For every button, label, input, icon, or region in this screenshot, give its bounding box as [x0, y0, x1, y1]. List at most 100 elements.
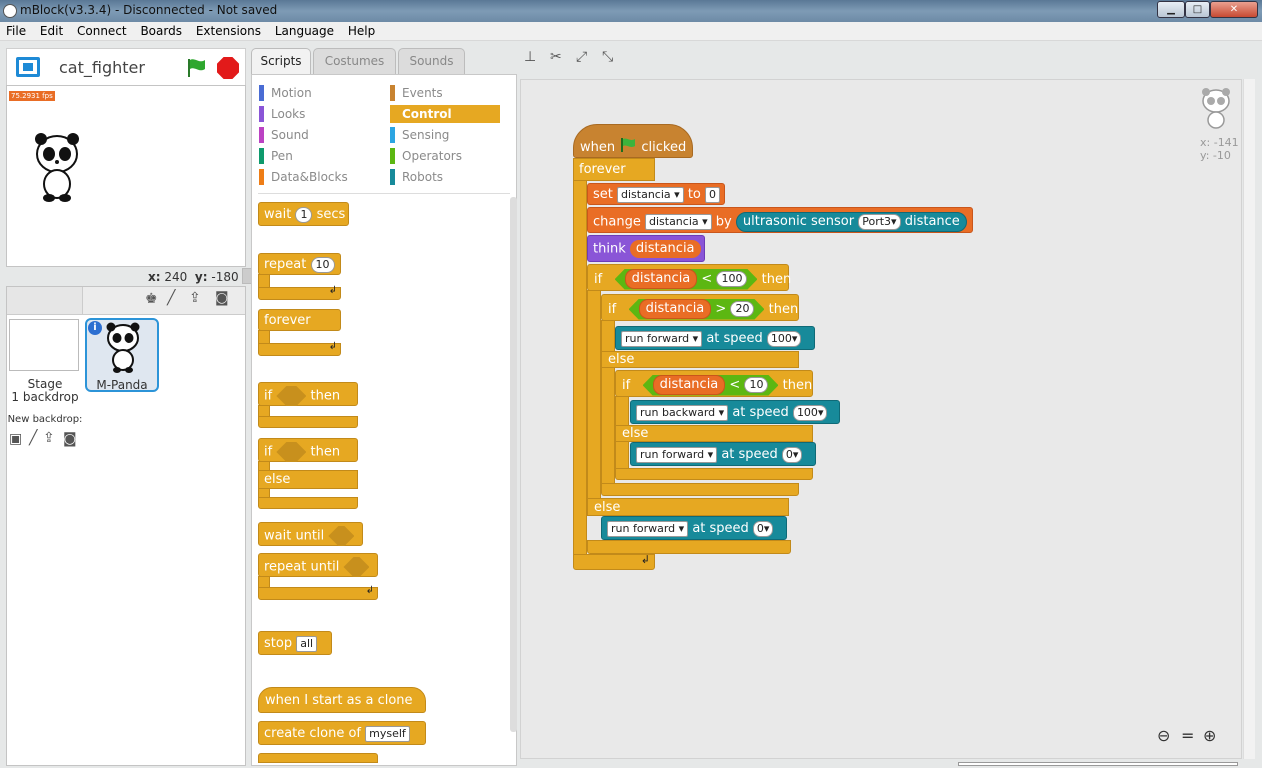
speed-dropdown[interactable]: 0▾	[781, 446, 803, 463]
grow-icon[interactable]: ⤢	[576, 49, 588, 65]
duplicate-stamp-icon[interactable]: ⊥	[524, 49, 537, 65]
current-sprite-icon	[1199, 88, 1233, 133]
palette-stop-block[interactable]: stop all	[258, 631, 332, 655]
if-else-middle-block[interactable]: if distancia > 20 then	[601, 294, 799, 321]
category-motion[interactable]: Motion	[259, 84, 369, 102]
palette-partial-block[interactable]	[258, 753, 378, 763]
category-operators[interactable]: Operators	[390, 147, 500, 165]
paint-backdrop-icon[interactable]: ╱	[29, 430, 38, 446]
category-robots[interactable]: Robots	[390, 168, 500, 186]
speed-dropdown[interactable]: 0▾	[752, 520, 774, 537]
category-sound[interactable]: Sound	[259, 126, 369, 144]
sprite-y-readout: y: -10	[1200, 149, 1231, 162]
if-else-outer-block[interactable]: if distancia < 100 then	[587, 264, 791, 291]
shrink-icon[interactable]: ⤡	[602, 49, 614, 65]
direction-dropdown[interactable]: run forward ▾	[607, 520, 689, 537]
less-than-operator[interactable]: distancia < 100	[615, 269, 758, 290]
palette-scrollbar[interactable]	[510, 197, 517, 732]
menu-language[interactable]: Language	[274, 24, 335, 38]
fps-badge: 75.2931 fps	[9, 91, 55, 101]
stage-thumbnail[interactable]	[9, 319, 79, 371]
ultrasonic-sensor-reporter[interactable]: ultrasonic sensor Port3▾ distance	[735, 212, 967, 232]
category-color-swatch	[259, 85, 264, 101]
script-area[interactable]: x: -141 y: -10 when clicked forever ↲ se…	[520, 79, 1242, 759]
run-forward-block-1[interactable]: run forward ▾ at speed 100▾	[615, 326, 815, 350]
direction-dropdown[interactable]: run forward ▾	[621, 330, 703, 347]
tab-sounds[interactable]: Sounds	[398, 48, 465, 74]
if-else-inner-block[interactable]: if distancia < 10 then	[615, 370, 813, 397]
stage-canvas[interactable]: 75.2931 fps	[6, 85, 246, 267]
tab-costumes[interactable]: Costumes	[313, 48, 396, 74]
sprite-library-icon[interactable]: ♚	[145, 291, 158, 307]
speed-dropdown[interactable]: 100▾	[766, 330, 802, 347]
greater-than-operator[interactable]: distancia > 20	[629, 299, 765, 320]
close-button[interactable]: ✕	[1210, 1, 1258, 18]
zoom-out-icon[interactable]: ⊖	[1157, 726, 1171, 745]
category-data-blocks[interactable]: Data&Blocks	[259, 168, 369, 186]
palette-forever-block[interactable]: forever	[258, 309, 341, 331]
upload-sprite-icon[interactable]: ⇪	[189, 290, 201, 306]
set-value-input[interactable]: 0	[705, 186, 721, 203]
run-forward-block-3[interactable]: run forward ▾ at speed 0▾	[601, 516, 787, 540]
category-pen[interactable]: Pen	[259, 147, 369, 165]
stop-dropdown[interactable]: all	[296, 635, 318, 652]
direction-dropdown[interactable]: run forward ▾	[636, 446, 718, 463]
clone-dropdown[interactable]: myself	[365, 725, 410, 742]
category-control[interactable]: Control	[390, 105, 500, 123]
paint-sprite-icon[interactable]: ╱	[167, 290, 176, 306]
palette-if-then-block[interactable]: if then	[258, 382, 358, 406]
less-than-operator-inner[interactable]: distancia < 10	[643, 375, 779, 396]
change-variable-block[interactable]: change distancia ▾ by ultrasonic sensor …	[587, 207, 973, 233]
script-area-scrollbar[interactable]	[1243, 79, 1255, 759]
run-forward-block-2[interactable]: run forward ▾ at speed 0▾	[630, 442, 816, 466]
upload-backdrop-icon[interactable]: ⇪	[43, 430, 55, 446]
palette-if-else-block[interactable]: if then	[258, 438, 358, 462]
distancia-reporter[interactable]: distancia	[629, 240, 701, 258]
run-backward-block[interactable]: run backward ▾ at speed 100▾	[630, 400, 840, 424]
menu-boards[interactable]: Boards	[140, 24, 182, 38]
horizontal-scrollbar[interactable]	[958, 762, 1238, 766]
forever-block[interactable]: forever	[573, 158, 655, 181]
backdrop-library-icon[interactable]: ▣	[9, 431, 23, 447]
camera-backdrop-icon[interactable]: ◙	[63, 431, 77, 447]
palette-clone-start-hat[interactable]: when I start as a clone	[258, 687, 426, 713]
change-variable-dropdown[interactable]: distancia ▾	[644, 214, 712, 230]
fullscreen-icon[interactable]	[16, 57, 40, 77]
category-sensing[interactable]: Sensing	[390, 126, 500, 144]
menu-edit[interactable]: Edit	[39, 24, 64, 38]
maximize-button[interactable]: □	[1185, 1, 1210, 18]
palette-wait-until-block[interactable]: wait until	[258, 522, 363, 546]
set-variable-block[interactable]: set distancia ▾ to 0	[587, 183, 725, 205]
palette-create-clone-block[interactable]: create clone of myself	[258, 721, 426, 745]
when-flag-clicked-hat[interactable]: when clicked	[573, 124, 693, 158]
zoom-in-icon[interactable]: ⊕	[1203, 726, 1217, 745]
sprite-label: M-Panda	[96, 378, 148, 392]
panda-sprite-icon[interactable]	[29, 132, 85, 207]
zoom-reset-icon[interactable]: =	[1181, 726, 1195, 745]
palette-repeat-block[interactable]: repeat 10	[258, 253, 341, 275]
category-events[interactable]: Events	[390, 84, 500, 102]
direction-dropdown[interactable]: run backward ▾	[636, 404, 729, 421]
tab-scripts[interactable]: Scripts	[251, 48, 311, 74]
category-looks[interactable]: Looks	[259, 105, 369, 123]
camera-sprite-icon[interactable]: ◙	[215, 290, 229, 306]
palette-wait-block[interactable]: wait 1 secs	[258, 202, 349, 226]
speed-dropdown[interactable]: 100▾	[792, 404, 828, 421]
delete-scissors-icon[interactable]: ✂	[550, 49, 562, 65]
sprite-thumbnail-m-panda[interactable]: i M-Panda	[85, 318, 159, 392]
stage-coordinates: x: 240 y: -180	[148, 270, 239, 284]
stop-icon[interactable]	[217, 57, 239, 79]
palette-repeat-until-block[interactable]: repeat until	[258, 553, 378, 577]
green-flag-icon[interactable]	[185, 57, 207, 82]
think-block[interactable]: think distancia	[587, 235, 705, 262]
menu-connect[interactable]: Connect	[77, 24, 127, 38]
info-icon[interactable]: i	[88, 321, 102, 335]
menu-file[interactable]: File	[6, 24, 27, 38]
menu-extensions[interactable]: Extensions	[195, 24, 261, 38]
menu-help[interactable]: Help	[347, 24, 376, 38]
minimize-button[interactable]: ▁	[1157, 1, 1185, 18]
port-dropdown[interactable]: Port3▾	[858, 213, 901, 230]
window-title: mBlock(v3.3.4) - Disconnected - Not save…	[20, 3, 278, 17]
category-color-swatch	[259, 106, 264, 122]
variable-dropdown[interactable]: distancia ▾	[617, 186, 684, 203]
